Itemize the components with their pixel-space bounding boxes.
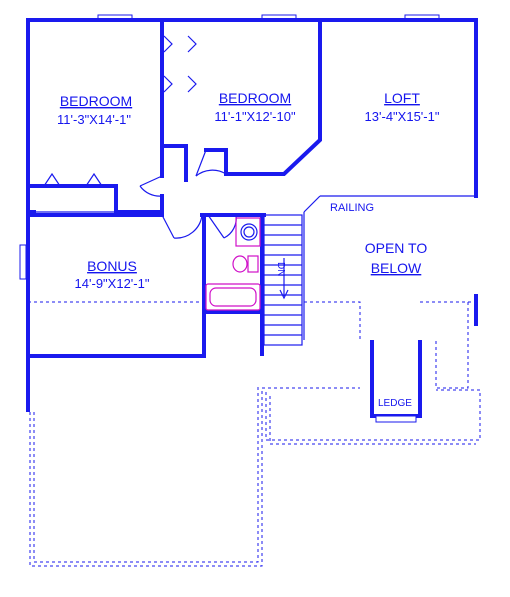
dashed-porch-inner bbox=[269, 396, 476, 445]
toilet-icon bbox=[232, 255, 248, 273]
closet-door-middle-c bbox=[187, 35, 197, 53]
open-to-below-line2: BELOW bbox=[371, 260, 422, 276]
dashed-lower-roof-outer bbox=[29, 387, 360, 567]
room-name-bedroom-left: BEDROOM bbox=[60, 93, 132, 109]
room-bedroom-middle: BEDROOM 11'-1"X12'-10" bbox=[214, 90, 296, 124]
door-bedroom-left[interactable] bbox=[139, 175, 163, 187]
closet-door-left-b bbox=[85, 172, 103, 187]
wall-bedroom-middle bbox=[204, 18, 322, 176]
vanity bbox=[235, 217, 261, 247]
ledge-label: LEDGE bbox=[378, 398, 412, 409]
dashed-porch-outline bbox=[265, 389, 481, 441]
dashed-line-right-drop bbox=[435, 302, 469, 389]
open-to-below-line1: OPEN TO bbox=[365, 240, 428, 256]
closet-door-middle-d bbox=[187, 75, 197, 93]
room-dim-bedroom-middle: 11'-1"X12'-10" bbox=[214, 109, 296, 124]
room-loft: LOFT 13'-4"X15'-1" bbox=[365, 90, 440, 124]
door-swing-bedroom-middle bbox=[195, 169, 227, 177]
room-dim-loft: 13'-4"X15'-1" bbox=[365, 109, 440, 124]
sink-icon bbox=[240, 223, 258, 241]
window-left-bonus bbox=[19, 244, 27, 280]
bathtub-basin bbox=[209, 287, 257, 307]
railing-corner bbox=[303, 195, 321, 213]
wall-bonus-top bbox=[26, 212, 164, 217]
exterior-wall-top bbox=[26, 18, 478, 198]
door-bonus[interactable] bbox=[161, 214, 175, 239]
bathtub-icon bbox=[205, 283, 261, 311]
door-bedroom-middle[interactable] bbox=[195, 149, 207, 177]
ledge-window bbox=[375, 415, 417, 423]
closet-door-left-a bbox=[43, 172, 61, 187]
closet-door-middle-a bbox=[163, 35, 173, 53]
dashed-lower-roof-inner bbox=[33, 384, 259, 563]
room-dim-bedroom-left: 11'-3"X14'-1" bbox=[57, 112, 131, 127]
railing-label: RAILING bbox=[330, 202, 374, 214]
room-dim-bonus: 14'-9"X12'-1" bbox=[75, 276, 150, 291]
room-name-bonus: BONUS bbox=[87, 258, 137, 274]
staircase bbox=[263, 214, 303, 346]
room-bonus: BONUS 14'-9"X12'-1" bbox=[75, 258, 150, 291]
door-bath[interactable] bbox=[207, 214, 225, 239]
wall-bonus-right bbox=[26, 213, 206, 358]
door-swing-bedroom-left bbox=[139, 185, 163, 197]
stair-arrow-icon bbox=[279, 289, 289, 300]
stair-direction-label: DN bbox=[275, 262, 286, 276]
room-name-bedroom-middle: BEDROOM bbox=[219, 90, 291, 106]
closet-door-middle-b bbox=[163, 75, 173, 93]
door-swing-bonus bbox=[173, 214, 203, 239]
room-name-loft: LOFT bbox=[384, 90, 420, 106]
room-bedroom-left: BEDROOM 11'-3"X14'-1" bbox=[57, 93, 132, 127]
sink-basin bbox=[243, 226, 255, 238]
door-swing-bath bbox=[223, 214, 237, 239]
toilet-tank bbox=[247, 255, 259, 273]
wall-bedroom-left-closet bbox=[28, 184, 164, 214]
dashed-line-open-left bbox=[304, 301, 361, 340]
